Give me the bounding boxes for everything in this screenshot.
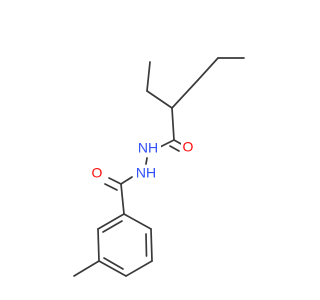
bond-upper-cn [159, 139, 175, 148]
ring-inner-bond-3 [102, 220, 123, 233]
nitrogen-atom-upper: NH [135, 140, 161, 157]
ring-bond-5 [97, 228, 100, 262]
bond-butyl-3 [171, 79, 199, 109]
oxygen-lower-label: O [92, 165, 103, 181]
ring-bond-6 [97, 213, 125, 230]
nitrogen-atom-lower: NH [133, 165, 159, 182]
nitrogen-upper-label: NH [138, 140, 158, 156]
ring-bond-3 [125, 260, 153, 277]
ring-inner-bond-1 [145, 233, 148, 257]
bond-lower-co-1 [108, 177, 122, 185]
bond-alpha-carbonyl [171, 107, 175, 141]
bond-ethyl-2 [146, 90, 173, 109]
oxygen-lower-backdrop [90, 166, 104, 182]
nitrogen-upper-backdrop [135, 141, 161, 157]
bond-ethyl-1 [146, 61, 151, 92]
ring-inner-bond-2 [103, 257, 124, 270]
nitrogen-lower-label: NH [136, 165, 156, 181]
oxygen-atom-upper: O [181, 139, 195, 156]
oxygen-upper-backdrop [181, 140, 195, 156]
bond-methyl [73, 260, 100, 277]
ring-bond-1 [123, 213, 152, 230]
molecule-diagram: O NH NH O [73, 57, 245, 277]
structure-drawing: O NH NH O [73, 57, 245, 277]
oxygen-atom-lower: O [90, 165, 104, 182]
ring-bond-2 [150, 228, 153, 262]
nitrogen-lower-backdrop [133, 166, 159, 182]
atom-label-layer: O NH NH O [90, 139, 195, 182]
bond-layer [73, 57, 245, 277]
bond-butyl-2 [197, 57, 219, 81]
oxygen-upper-label: O [183, 139, 194, 155]
bond-lower-nc [120, 176, 133, 185]
ring-bond-4 [98, 260, 127, 277]
bond-lower-co-2 [104, 183, 118, 191]
bond-nn [145, 157, 148, 165]
bond-carbonyl-ring [120, 183, 125, 215]
bond-upper-co-2 [169, 145, 180, 152]
